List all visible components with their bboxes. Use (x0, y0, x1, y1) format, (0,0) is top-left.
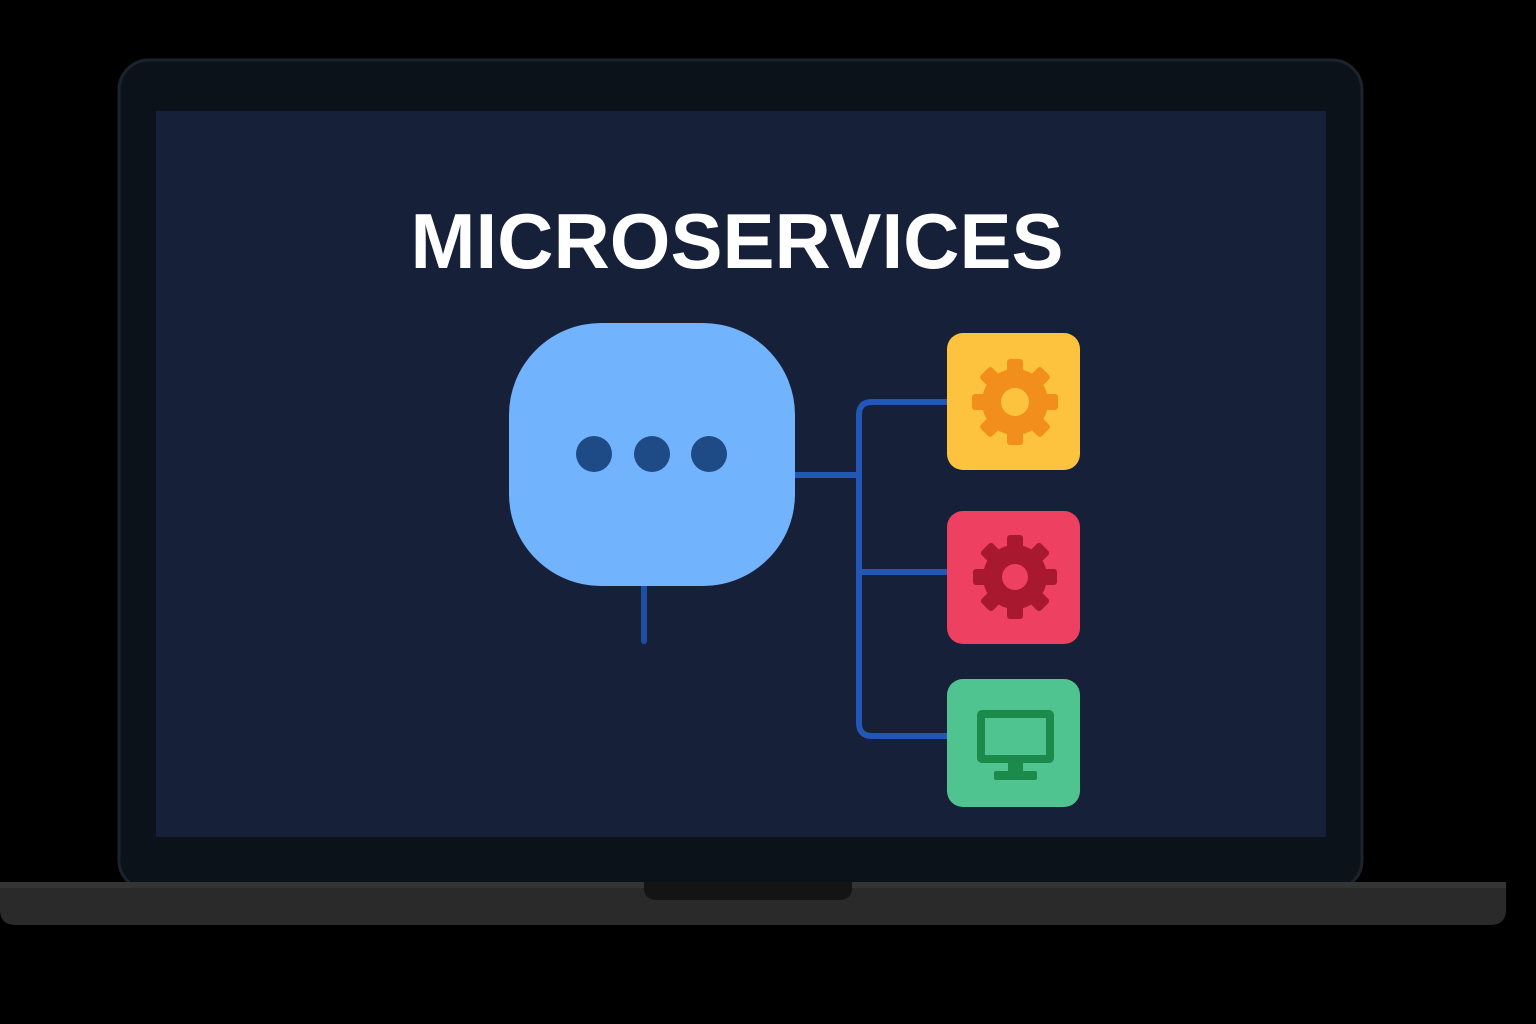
laptop-base (0, 882, 1506, 925)
ellipsis-icon (576, 436, 727, 472)
service-node-3 (947, 679, 1080, 807)
gear-icon (972, 359, 1058, 445)
diagram-title: MICROSERVICES (410, 197, 1063, 285)
monitor-icon (977, 710, 1054, 780)
laptop-notch (644, 882, 852, 900)
connector-lines (641, 399, 950, 739)
gateway-node (509, 323, 795, 586)
gear-icon (973, 535, 1057, 619)
service-node-2 (947, 511, 1080, 644)
service-node-1 (947, 333, 1080, 470)
